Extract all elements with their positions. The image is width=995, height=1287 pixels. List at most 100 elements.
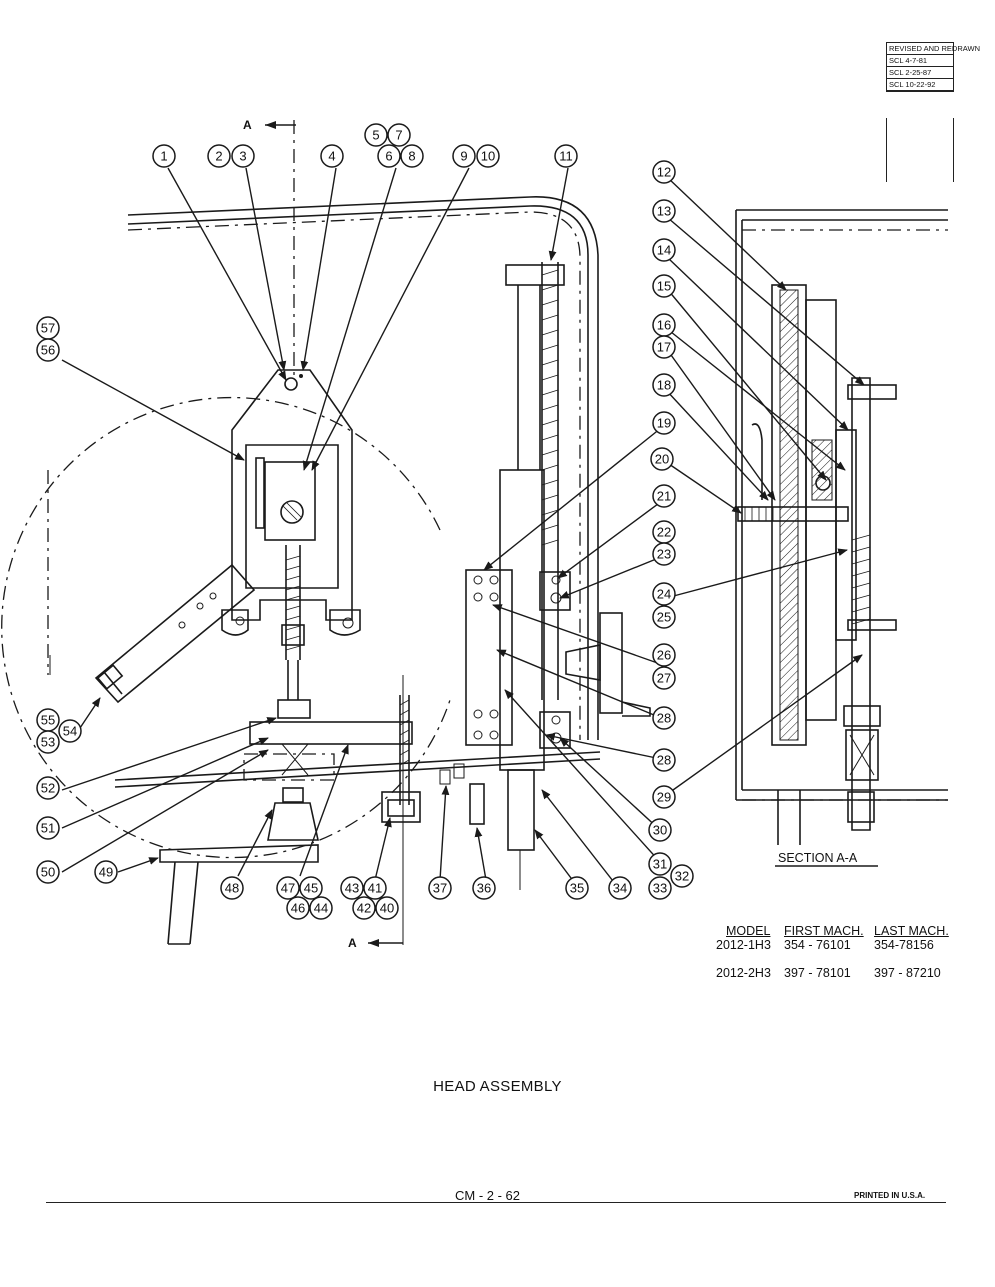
revision-entry: SCL 2-25-87 (887, 67, 953, 79)
callout-43: 43 (340, 876, 364, 900)
svg-text:31: 31 (653, 857, 667, 872)
svg-text:56: 56 (41, 343, 55, 358)
svg-text:25: 25 (657, 610, 671, 625)
svg-text:45: 45 (304, 881, 318, 896)
callout-47: 47 (276, 876, 300, 900)
svg-text:26: 26 (657, 648, 671, 663)
svg-text:47: 47 (281, 881, 295, 896)
callout-1: 1 (152, 144, 176, 168)
callout-49: 49 (94, 860, 118, 884)
callout-28b: 28 (652, 748, 676, 772)
svg-text:20: 20 (655, 452, 669, 467)
svg-text:49: 49 (99, 865, 113, 880)
callout-10: 10 (476, 144, 500, 168)
head-bracket (221, 369, 361, 636)
svg-text:54: 54 (63, 724, 77, 739)
section-marker-top: A (243, 118, 252, 132)
svg-text:28: 28 (657, 753, 671, 768)
last-mach-header: LAST MACH. (874, 924, 949, 938)
callout-12: 12 (652, 160, 676, 184)
callout-19: 19 (652, 411, 676, 435)
svg-text:4: 4 (328, 149, 335, 164)
revision-block-tail (886, 118, 954, 182)
callout-23: 23 (652, 542, 676, 566)
last-mach-cell: 354-78156 (874, 938, 934, 952)
svg-text:57: 57 (41, 321, 55, 336)
callout-50: 50 (36, 860, 60, 884)
callout-21: 21 (652, 484, 676, 508)
callout-35: 35 (565, 876, 589, 900)
callout-7: 7 (387, 123, 411, 147)
callout-28: 28 (652, 706, 676, 730)
svg-text:18: 18 (657, 378, 671, 393)
svg-text:33: 33 (653, 881, 667, 896)
callout-13: 13 (652, 199, 676, 223)
revision-entry: SCL 4-7-81 (887, 55, 953, 67)
callout-14: 14 (652, 238, 676, 262)
svg-text:51: 51 (41, 821, 55, 836)
svg-text:19: 19 (657, 416, 671, 431)
revision-heading: REVISED AND REDRAWN (887, 44, 980, 55)
svg-text:9: 9 (460, 149, 467, 164)
callout-balloons: 1 2 3 4 5 7 6 8 9 10 11 12 13 14 15 16 1… (36, 123, 694, 920)
callout-54: 54 (58, 719, 82, 743)
callout-24: 24 (652, 582, 676, 606)
callout-52: 52 (36, 776, 60, 800)
slide-column (465, 262, 651, 890)
svg-text:55: 55 (41, 713, 55, 728)
callout-45: 45 (299, 876, 323, 900)
svg-text:15: 15 (657, 279, 671, 294)
svg-text:1: 1 (160, 149, 167, 164)
svg-text:13: 13 (657, 204, 671, 219)
revision-entry: SCL 10-22-92 (887, 79, 953, 91)
callout-53: 53 (36, 730, 60, 754)
svg-text:24: 24 (657, 587, 671, 602)
section-label: SECTION A-A (778, 851, 858, 865)
revision-block: REVISED AND REDRAWN SCL 4-7-81 SCL 2-25-… (886, 42, 980, 92)
callout-15: 15 (652, 274, 676, 298)
callout-2: 2 (207, 144, 231, 168)
callout-44: 44 (309, 896, 333, 920)
svg-text:46: 46 (291, 901, 305, 916)
callout-26: 26 (652, 643, 676, 667)
callout-25: 25 (652, 605, 676, 629)
svg-text:53: 53 (41, 735, 55, 750)
svg-text:35: 35 (570, 881, 584, 896)
callout-41: 41 (363, 876, 387, 900)
svg-text:21: 21 (657, 489, 671, 504)
rotation-circle (1, 396, 451, 859)
callout-11: 11 (554, 144, 578, 168)
callout-31: 31 (648, 852, 672, 876)
callout-40: 40 (375, 896, 399, 920)
svg-text:37: 37 (433, 881, 447, 896)
svg-text:12: 12 (657, 165, 671, 180)
callout-46: 46 (286, 896, 310, 920)
callout-16: 16 (652, 313, 676, 337)
svg-text:36: 36 (477, 881, 491, 896)
section-aa-view (735, 209, 948, 867)
svg-text:43: 43 (345, 881, 359, 896)
callout-9: 9 (452, 144, 476, 168)
svg-text:2: 2 (215, 149, 222, 164)
frame-rail (114, 196, 601, 788)
first-mach-cell: 397 - 78101 (784, 966, 851, 980)
callout-22: 22 (652, 520, 676, 544)
swing-arm (94, 563, 256, 704)
threaded-rod (381, 695, 485, 825)
svg-text:7: 7 (395, 128, 402, 143)
svg-text:11: 11 (559, 149, 573, 164)
svg-text:8: 8 (408, 149, 415, 164)
callout-20: 20 (650, 447, 674, 471)
svg-text:22: 22 (657, 525, 671, 540)
callout-34: 34 (608, 876, 632, 900)
svg-text:42: 42 (357, 901, 371, 916)
footer-rule (46, 1202, 946, 1203)
callout-17: 17 (652, 335, 676, 359)
callout-51: 51 (36, 816, 60, 840)
svg-text:23: 23 (657, 547, 671, 562)
svg-text:3: 3 (239, 149, 246, 164)
first-mach-cell: 354 - 76101 (784, 938, 851, 952)
callout-8: 8 (400, 144, 424, 168)
svg-text:10: 10 (481, 149, 495, 164)
